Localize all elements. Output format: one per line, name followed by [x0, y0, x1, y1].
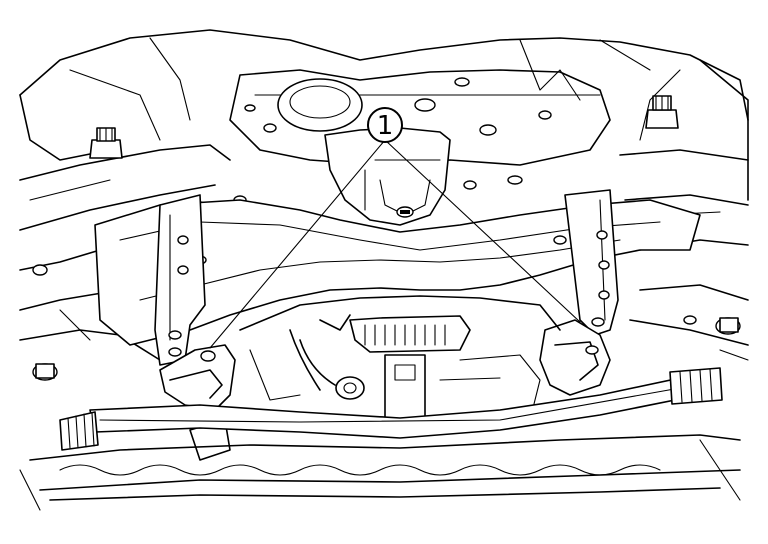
lower-pan — [19, 434, 741, 511]
panel-holes — [194, 77, 552, 209]
right-insulator — [539, 319, 611, 396]
bolt-right — [645, 95, 679, 129]
right-boot — [669, 367, 723, 405]
callout-leaders — [209, 139, 581, 349]
callout-1-label: 1 — [377, 111, 394, 141]
bolt-lower-left — [35, 363, 55, 379]
drain-plug — [277, 78, 363, 132]
bolt-left — [89, 127, 123, 159]
callout-1: 1 — [367, 107, 403, 143]
engine-mount-bracket — [324, 127, 451, 226]
left-mount-bracket — [154, 194, 206, 366]
bolt-lower-right — [719, 317, 739, 333]
right-mount-bracket — [564, 189, 619, 336]
engine-underside — [239, 295, 561, 431]
left-boot — [59, 411, 99, 451]
left-frame-rail — [19, 144, 231, 381]
left-insulator — [159, 344, 236, 461]
